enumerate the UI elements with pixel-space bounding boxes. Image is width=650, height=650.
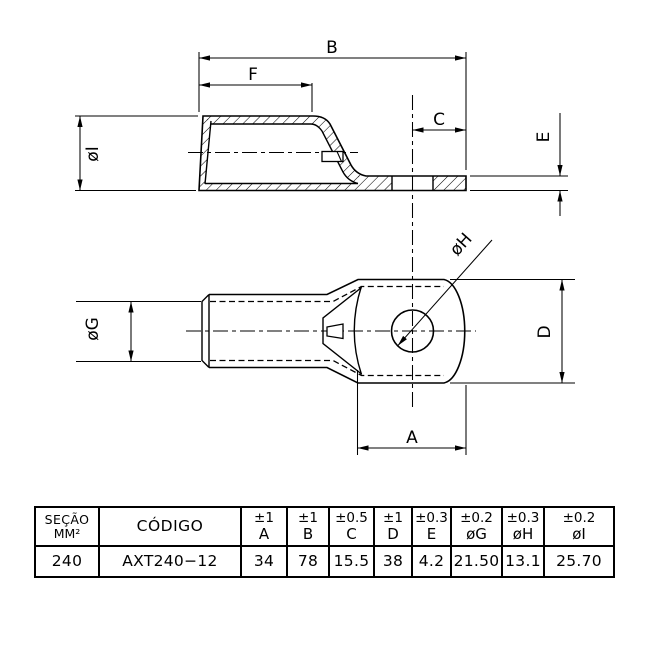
header-col-a: ±1 A [242,508,288,547]
side-view-arrowheads [77,55,563,202]
sight-hole-edge [336,151,343,162]
dim-label-f: F [248,65,258,85]
sight-hole-section [321,150,344,163]
value-b: 78 [288,547,330,576]
header-secao-line1: SEÇÃO [44,511,90,527]
side-view-drawing [188,115,467,192]
side-view-outline [198,115,467,192]
value-d: 38 [375,547,413,576]
header-col-og: ±0.2 øG [452,508,503,547]
dim-label-oi: øI [83,146,103,161]
value-c: 15.5 [330,547,375,576]
plan-view-dimensions [76,239,575,455]
value-secao: 240 [36,547,100,576]
dim-label-og: øG [83,317,103,341]
dim-label-e: E [534,132,554,143]
value-a: 34 [242,547,288,576]
header-col-b: ±1 B [288,508,330,547]
spec-table: SEÇÃO MM² CÓDIGO ±1 A ±1 B ±0.5 C ±1 D ±… [34,506,615,578]
value-og: 21.50 [452,547,503,576]
plan-view-arrowheads [128,279,565,451]
plan-view-drawing [186,95,476,410]
dim-label-a: A [406,428,418,448]
dim-label-c: C [433,110,445,130]
dim-label-b: B [326,38,338,58]
value-codigo: AXT240−12 [100,547,242,576]
hidden-bore-lines [210,285,444,377]
dim-label-d: D [535,325,555,338]
value-oh: 13.1 [503,547,545,576]
header-col-d: ±1 D [375,508,413,547]
header-col-c: ±0.5 C [330,508,375,547]
header-col-oh: ±0.3 øH [503,508,545,547]
header-secao: SEÇÃO MM² [36,508,100,547]
sight-hole-plan [326,323,344,340]
header-codigo: CÓDIGO [100,508,242,547]
header-col-e: ±0.3 E [413,508,452,547]
value-oi: 25.70 [556,552,602,571]
header-secao-line2: MM² [53,526,81,541]
side-view-hatching [199,116,466,191]
value-e: 4.2 [413,547,452,576]
header-col-oi: ±0.2 øI [545,508,613,547]
